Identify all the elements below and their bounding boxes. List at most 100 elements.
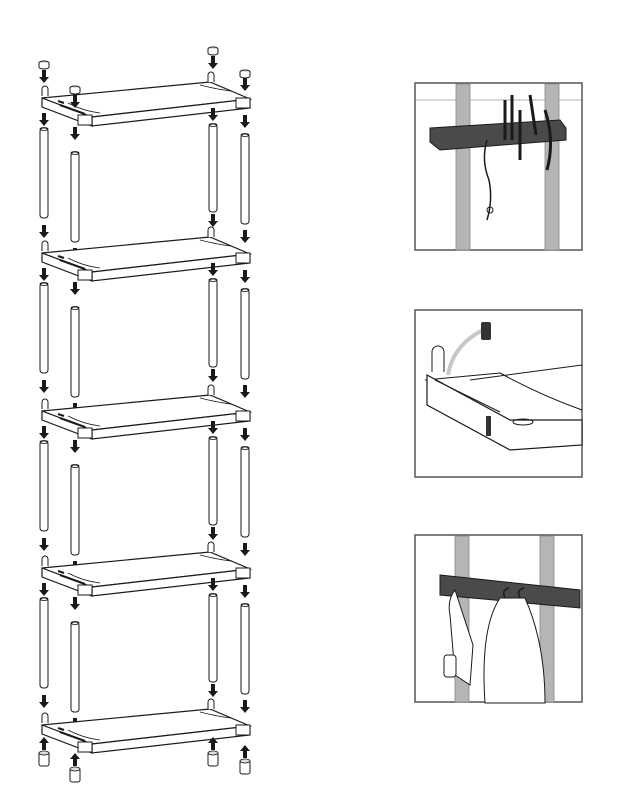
down-arrow-icon [208, 578, 218, 591]
pole [39, 440, 49, 532]
down-arrow-icon [208, 527, 218, 540]
shelf-tab [41, 240, 49, 251]
tools [503, 94, 552, 171]
shelf-curve [67, 572, 101, 584]
pole-top [70, 621, 80, 625]
down-arrow-icon [208, 263, 218, 276]
corner-block [77, 741, 93, 753]
up-arrow-icon [240, 745, 250, 758]
shelf-curve [199, 711, 233, 719]
metal-pole [455, 83, 471, 251]
shelf-tab [207, 226, 215, 237]
pole [208, 436, 218, 526]
pole [39, 597, 49, 689]
corner-block [235, 97, 251, 109]
foot-top [239, 758, 251, 764]
shelf-slot [57, 727, 86, 742]
detail-panel-hanging-hooks [414, 534, 583, 704]
corner-block [77, 269, 93, 281]
down-arrow-icon [70, 95, 80, 108]
shelf-curve [199, 554, 233, 562]
down-arrow-icon [240, 270, 250, 283]
pole-top [39, 127, 49, 131]
tool-ring [486, 206, 494, 214]
pole [70, 464, 80, 556]
clip-icon [481, 322, 491, 340]
down-arrow-icon [208, 369, 218, 382]
corner-block [77, 427, 93, 439]
shelf-slot [57, 100, 86, 115]
pole-set [39, 263, 250, 416]
hook-bar [439, 574, 581, 609]
corner-block [77, 584, 93, 596]
pole-top [39, 282, 49, 286]
pole-set [39, 108, 250, 261]
pole-top [208, 593, 218, 597]
down-arrow-icon [208, 684, 218, 697]
pole-top [70, 306, 80, 310]
down-arrow-icon [240, 585, 250, 598]
pole [70, 306, 80, 398]
pole [70, 621, 80, 713]
hanging-tool [443, 654, 457, 678]
cap-body [38, 63, 50, 70]
hook-icon [483, 139, 492, 221]
shelf-curve [67, 257, 101, 269]
pole [208, 278, 218, 368]
shelf-tab [207, 71, 215, 82]
shelf-edge [424, 364, 583, 411]
down-arrow-icon [208, 56, 218, 69]
down-arrow-icon [240, 543, 250, 556]
pole-top [240, 446, 250, 450]
hook-icon [502, 587, 525, 599]
down-arrow-icon [39, 113, 49, 126]
pole-top [240, 133, 250, 137]
shelf-tab [207, 541, 215, 552]
shelf [41, 71, 253, 127]
pole-top [208, 436, 218, 440]
shelf-slot [57, 413, 86, 428]
pole [39, 282, 49, 374]
detail-panel-clip-attachment [414, 309, 583, 478]
down-arrow-icon [208, 214, 218, 227]
shelf-tab [41, 85, 49, 96]
foot-top [69, 766, 81, 772]
foot-cap-icon [69, 85, 81, 95]
pole-set [39, 578, 250, 731]
pole [240, 446, 250, 538]
down-arrow-icon [208, 421, 218, 434]
metal-pole [539, 535, 555, 703]
up-arrow-icon [208, 737, 218, 750]
clip-mounted [486, 416, 491, 436]
shelf-curve [67, 415, 101, 427]
pole [208, 593, 218, 683]
pole [240, 288, 250, 380]
pole-top [70, 464, 80, 468]
pole-top [240, 603, 250, 607]
down-arrow-icon [240, 428, 250, 441]
pole-top [240, 288, 250, 292]
corner-block [235, 252, 251, 264]
shelf-tab [41, 398, 49, 409]
down-arrow-icon [39, 70, 49, 83]
down-arrow-icon [39, 695, 49, 708]
shelf [41, 698, 253, 754]
corner-block [77, 114, 93, 126]
shelf-slot [57, 570, 86, 585]
pole-set [39, 421, 250, 574]
hanging-towel [483, 597, 546, 704]
down-arrow-icon [70, 282, 80, 295]
down-arrow-icon [39, 426, 49, 439]
corner-block [235, 724, 251, 736]
pole-hole [512, 418, 534, 426]
shelf-curve [199, 84, 233, 92]
pole-top [208, 123, 218, 127]
shelf-slot [57, 255, 86, 270]
pole [240, 133, 250, 225]
foot-top [38, 750, 50, 756]
corner-block [235, 567, 251, 579]
shelf-curve [199, 239, 233, 247]
pole [208, 123, 218, 213]
tool-holder-bar [429, 119, 567, 151]
